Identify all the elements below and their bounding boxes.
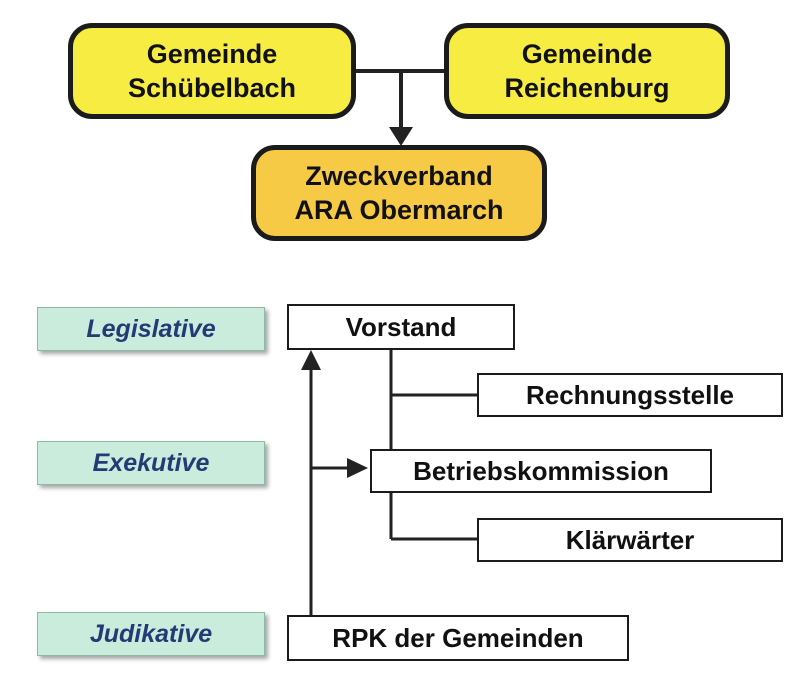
reichenburg-line-1: Gemeinde bbox=[521, 39, 653, 69]
rechnungsstelle-box: Rechnungsstelle bbox=[477, 373, 783, 417]
zweckverband-node: Zweckverband ARA Obermarch bbox=[251, 145, 547, 241]
schuebelbach-line-1: Gemeinde bbox=[146, 39, 278, 69]
gemeinde-reichenburg-node: Gemeinde Reichenburg bbox=[444, 23, 730, 119]
zweckverband-line-1: Zweckverband bbox=[305, 161, 493, 191]
right-arrow-icon bbox=[347, 458, 368, 478]
betriebskommission-box: Betriebskommission bbox=[370, 449, 712, 493]
vorstand-box: Vorstand bbox=[287, 304, 515, 350]
up-arrow-icon bbox=[301, 350, 321, 370]
klaerwaerter-box: Klärwärter bbox=[477, 518, 783, 562]
rpk-box: RPK der Gemeinden bbox=[287, 615, 629, 661]
down-arrow-icon bbox=[389, 127, 413, 146]
reichenburg-line-2: Reichenburg bbox=[504, 73, 670, 103]
level-exekutive: Exekutive bbox=[37, 441, 265, 485]
level-judikative: Judikative bbox=[37, 612, 265, 656]
level-legislative: Legislative bbox=[37, 307, 265, 351]
zweckverband-line-2: ARA Obermarch bbox=[294, 195, 504, 225]
schuebelbach-line-2: Schübelbach bbox=[127, 73, 297, 103]
gemeinde-schuebelbach-node: Gemeinde Schübelbach bbox=[68, 23, 356, 119]
